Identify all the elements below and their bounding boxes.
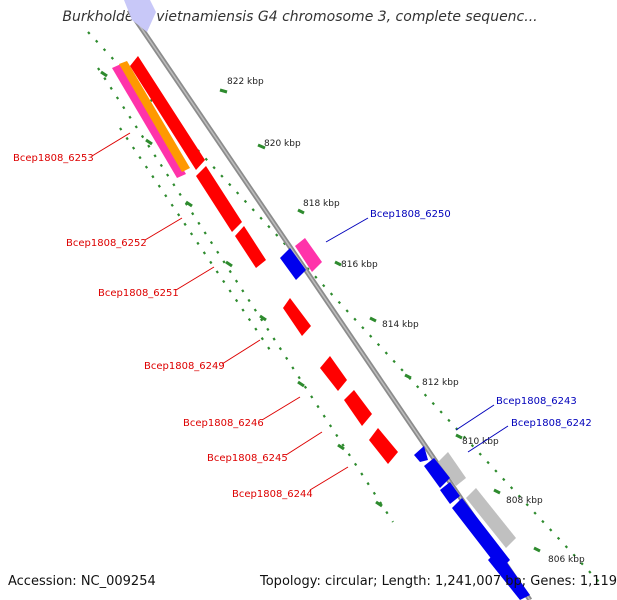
gene-bcep1808-6251-b[interactable] xyxy=(235,226,266,268)
gene-bcep1808-6253-orange[interactable] xyxy=(119,61,190,172)
tick-label-810: 810 kbp xyxy=(462,437,499,447)
inner-tick xyxy=(145,138,153,146)
tick-label-808: 808 kbp xyxy=(506,496,543,506)
gene-bcep1808-6250-magenta[interactable] xyxy=(295,238,322,272)
inner-tick xyxy=(225,260,233,268)
tick-mark xyxy=(334,260,342,267)
tick-label-812: 812 kbp xyxy=(422,378,459,388)
inner-tick xyxy=(375,500,383,508)
gene-blue-long[interactable] xyxy=(452,498,510,570)
tick-label-816: 816 kbp xyxy=(341,260,378,270)
gene-labels: Bcep1808_6253 Bcep1808_6252 Bcep1808_625… xyxy=(13,132,592,500)
label-bcep1808-6243[interactable]: Bcep1808_6243 xyxy=(496,396,577,407)
tick-label-806: 806 kbp xyxy=(548,555,585,565)
gene-bcep1808-6245[interactable] xyxy=(344,390,372,426)
gene-bcep1808-6242-blue[interactable] xyxy=(440,482,460,504)
leader-line xyxy=(91,132,131,157)
accession-label: Accession: NC_009254 xyxy=(8,574,156,589)
tick-label-814: 814 kbp xyxy=(382,320,419,330)
label-bcep1808-6242[interactable]: Bcep1808_6242 xyxy=(511,418,592,429)
inner-ring-ticks xyxy=(100,70,383,508)
reverse-strand-genes xyxy=(112,56,398,464)
topology-summary: Topology: circular; Length: 1,241,007 bp… xyxy=(260,574,617,589)
label-bcep1808-6244[interactable]: Bcep1808_6244 xyxy=(232,489,313,500)
tick-mark xyxy=(455,433,463,440)
label-bcep1808-6251[interactable]: Bcep1808_6251 xyxy=(98,288,179,299)
leader-line xyxy=(261,396,301,421)
map-title: Burkholderia vietnamiensis G4 chromosome… xyxy=(62,9,538,25)
tick-mark xyxy=(404,373,412,380)
tick-mark xyxy=(533,546,541,553)
tick-label-822: 822 kbp xyxy=(227,77,264,87)
leader-line xyxy=(467,425,509,453)
tick-mark xyxy=(297,208,305,215)
leader-line xyxy=(175,266,215,291)
label-bcep1808-6245[interactable]: Bcep1808_6245 xyxy=(207,453,288,464)
inner-tick xyxy=(185,200,193,208)
leader-line xyxy=(144,217,183,241)
gene-grey-long[interactable] xyxy=(466,488,516,548)
gene-bcep1808-6251-a[interactable] xyxy=(196,166,242,232)
gene-small-blue[interactable] xyxy=(414,446,428,462)
gene-top-partial[interactable] xyxy=(124,0,156,32)
label-bcep1808-6252[interactable]: Bcep1808_6252 xyxy=(66,238,147,249)
leader-line xyxy=(221,339,261,365)
tick-mark xyxy=(493,488,501,495)
tick-label-818: 818 kbp xyxy=(303,199,340,209)
label-bcep1808-6249[interactable]: Bcep1808_6249 xyxy=(144,361,225,372)
gene-bcep1808-6252[interactable] xyxy=(130,56,205,170)
inner-tick xyxy=(100,70,108,78)
label-bcep1808-6253[interactable]: Bcep1808_6253 xyxy=(13,153,94,164)
leader-line xyxy=(455,404,495,431)
tick-mark xyxy=(257,143,266,150)
inner-tick xyxy=(337,443,345,451)
tick-mark xyxy=(219,88,228,94)
gene-bcep1808-6244[interactable] xyxy=(369,428,398,464)
genome-map[interactable]: 822 kbp 820 kbp 818 kbp 816 kbp 814 kbp … xyxy=(0,0,601,600)
kbp-ticks: 822 kbp 820 kbp 818 kbp 816 kbp 814 kbp … xyxy=(219,77,585,565)
gene-bcep1808-6246[interactable] xyxy=(320,356,347,391)
label-bcep1808-6250[interactable]: Bcep1808_6250 xyxy=(370,209,451,220)
inner-tick xyxy=(259,314,267,322)
leader-line xyxy=(325,217,369,243)
tick-label-820: 820 kbp xyxy=(264,139,301,149)
leader-line xyxy=(309,466,349,491)
forward-strand-genes xyxy=(280,238,530,600)
gene-bcep1808-6243-grey[interactable] xyxy=(438,452,466,486)
gene-bcep1808-6253-magenta[interactable] xyxy=(112,64,186,178)
gene-bcep1808-6243-blue[interactable] xyxy=(424,458,450,488)
gene-blue-bottom[interactable] xyxy=(488,550,530,600)
tick-mark xyxy=(369,316,377,323)
leader-line xyxy=(285,431,323,456)
label-bcep1808-6246[interactable]: Bcep1808_6246 xyxy=(183,418,264,429)
inner-tick xyxy=(297,380,305,388)
gene-bcep1808-6250-blue[interactable] xyxy=(280,248,306,280)
gene-bcep1808-6249[interactable] xyxy=(283,298,311,336)
